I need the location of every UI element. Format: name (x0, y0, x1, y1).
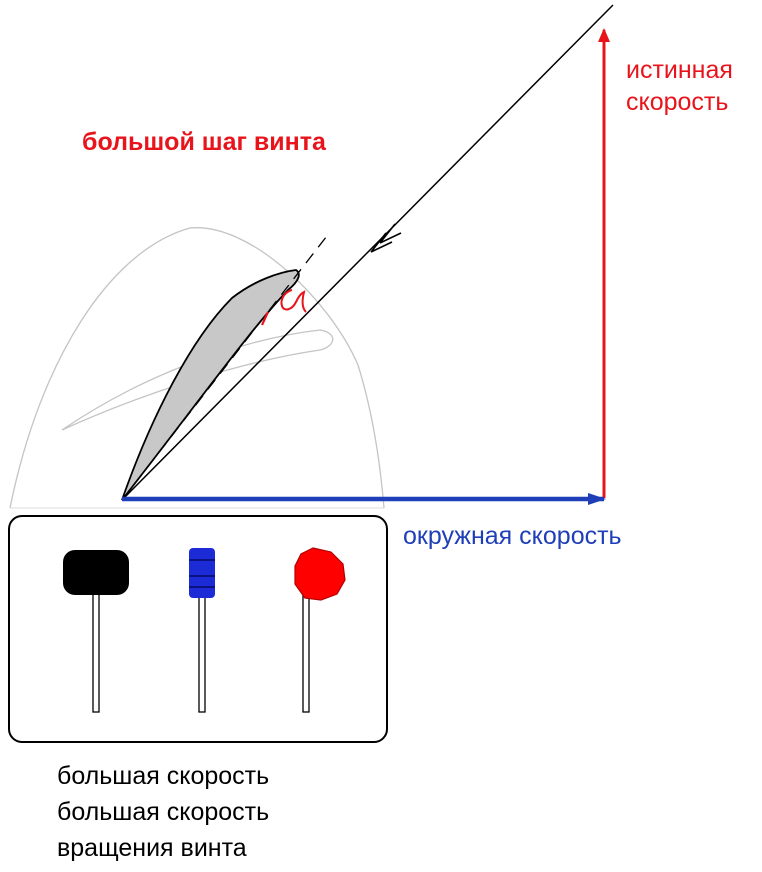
diagram-title: большой шаг винта (82, 128, 326, 156)
true-speed-label-line-1: истинная (626, 56, 733, 84)
throttle-lever[interactable] (63, 550, 129, 713)
caption-line-1: большая скорость (57, 762, 270, 790)
blade-section-shape (121, 269, 300, 501)
propeller-lever[interactable] (294, 547, 346, 713)
caption-line-3: вращения винта (57, 834, 247, 862)
resultant-flow-line (121, 4, 614, 501)
propeller-outline-arc (9, 227, 385, 509)
blade-chord-line (121, 231, 331, 501)
true-speed-label: истинная скорость (626, 54, 733, 118)
mixture-lever[interactable] (189, 548, 215, 713)
control-levers-panel (8, 515, 388, 743)
caption-line-2: большая скорость (57, 798, 270, 826)
propeller-lever-knob (294, 547, 346, 601)
circumferential-speed-label: окружная скорость (403, 522, 622, 550)
true-speed-label-line-2: скорость (626, 88, 729, 116)
flow-direction-arrow (370, 223, 402, 253)
alpha-symbol (280, 289, 307, 313)
throttle-lever-knob (63, 550, 129, 595)
angle-mark (261, 311, 269, 326)
